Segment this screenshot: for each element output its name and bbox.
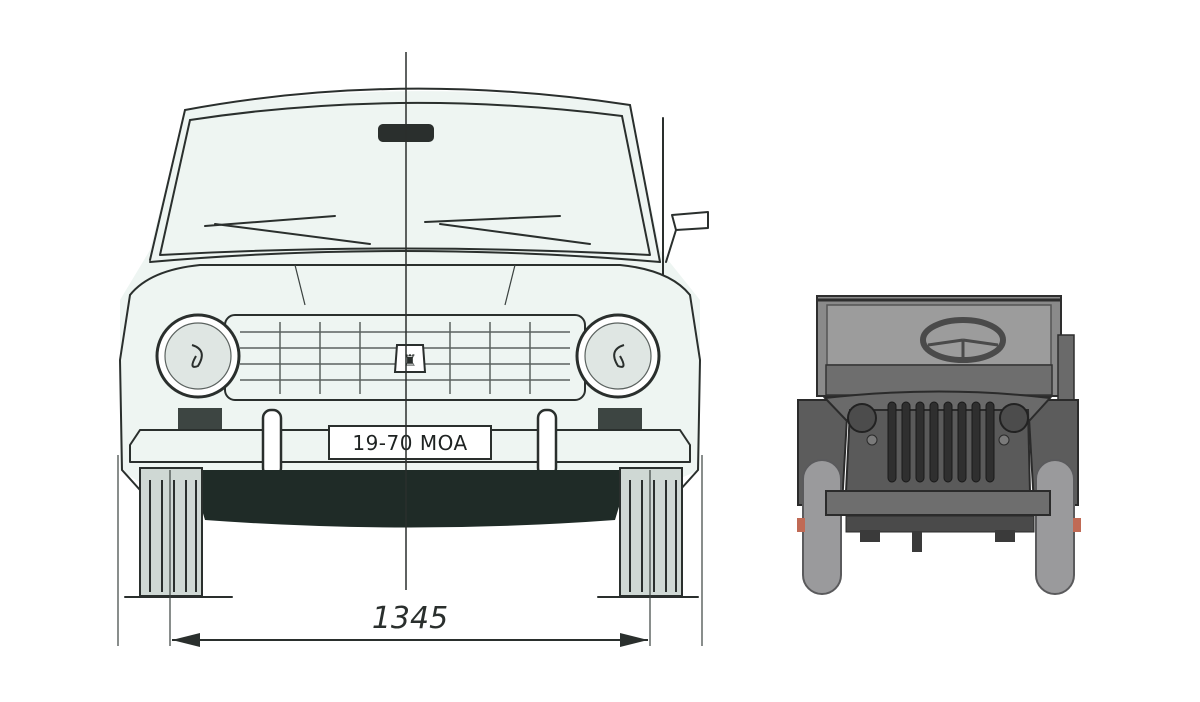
sedan-roof-inner [189, 101, 623, 121]
sedan-tire-right [619, 467, 683, 597]
sedan-body-left [119, 294, 141, 491]
sedan-underbody [190, 470, 630, 528]
jeep-cowl [825, 364, 1053, 396]
sedan-hood-crease-right [504, 264, 516, 306]
jeep-grille-slots [887, 401, 995, 483]
jeep-lamp-right [1073, 518, 1081, 532]
jeep-undercarriage [860, 530, 1015, 552]
sedan-front-view: ♜ 19-70 MOA [117, 52, 709, 647]
sedan-badge-symbol: ♜ [403, 351, 417, 370]
sedan-badge [393, 344, 427, 373]
sedan-a-pillar-left [149, 109, 186, 261]
sedan-tire-left [139, 467, 203, 597]
jeep-headlight-right [999, 403, 1029, 433]
sedan-a-pillar-right [629, 104, 661, 263]
license-plate-text: 19-70 MOA [352, 431, 467, 455]
sedan-side-mirror [665, 211, 709, 263]
jeep-side-panel-right [1057, 334, 1075, 411]
sedan-body-right [679, 294, 701, 491]
sedan-hood-crease-left [294, 264, 306, 306]
jeep-steering-wheel [920, 317, 1006, 363]
jeep-front-view [797, 295, 1081, 595]
jeep-parking-lights [866, 434, 1010, 446]
sedan-headlight-left [155, 313, 241, 399]
sedan-wiper-right [424, 215, 591, 245]
sedan-roof-outline [184, 87, 631, 111]
sedan-bumper [129, 429, 691, 463]
license-plate [328, 425, 492, 460]
sedan-bumper-guard-left [261, 408, 283, 478]
sedan-cowl [149, 250, 661, 263]
track-dimension-line [172, 633, 648, 647]
sedan-turn-signal-left [178, 408, 222, 430]
sedan-hood-edge [129, 264, 691, 296]
jeep-axle [845, 515, 1035, 533]
sedan-body-tint [120, 91, 700, 496]
jeep-lamp-left [797, 518, 805, 532]
sedan-headlight-right [575, 313, 661, 399]
jeep-headlight-left [847, 403, 877, 433]
sedan-windshield [159, 115, 651, 256]
sedan-bumper-guard-right [536, 408, 558, 478]
jeep-tire-right [1035, 459, 1075, 595]
jeep-tire-left [802, 459, 842, 595]
jeep-bumper [825, 490, 1051, 516]
sedan-wiper-left [204, 215, 371, 245]
sedan-turn-signal-right [598, 408, 642, 430]
track-dimension-label: 1345 [372, 601, 448, 636]
